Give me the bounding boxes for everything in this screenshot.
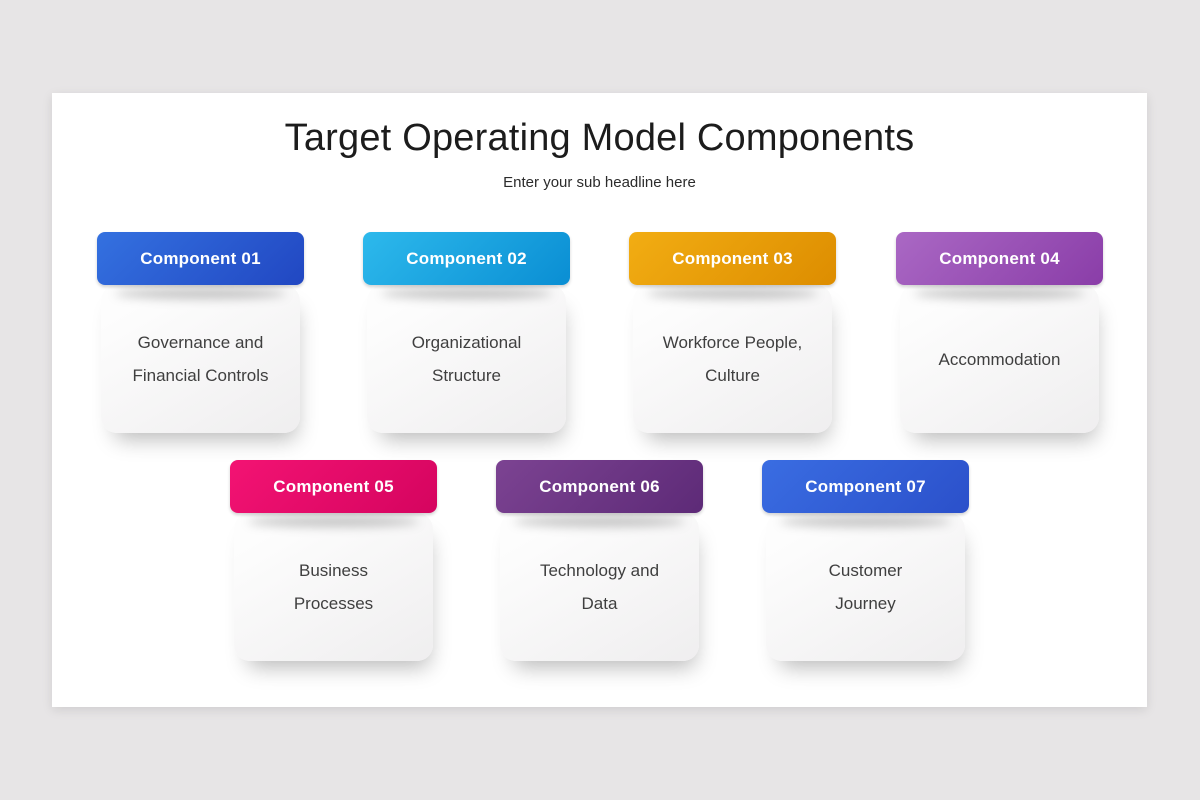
component-02-header: Component 02 [363,232,570,285]
component-05-label: Component 05 [273,476,394,496]
slide-canvas: Target Operating Model Components Enter … [52,93,1147,707]
component-04-body: Accommodation [900,285,1099,433]
component-01-body: Governance and Financial Controls [101,285,300,433]
component-03-header: Component 03 [629,232,836,285]
component-03-body: Workforce People, Culture [633,285,832,433]
component-07-header: Component 07 [762,460,969,513]
component-03-text: Workforce People, Culture [662,333,803,385]
component-06-label: Component 06 [539,476,660,496]
component-07-label: Component 07 [805,476,926,496]
component-card-06: Component 06 Technology and Data [496,460,703,661]
component-06-text: Technology and Data [539,561,660,613]
component-05-header: Component 05 [230,460,437,513]
component-06-body: Technology and Data [500,513,699,661]
component-01-text: Governance and Financial Controls [132,333,269,385]
component-01-header: Component 01 [97,232,304,285]
component-04-text: Accommodation [938,349,1061,369]
component-card-03: Component 03 Workforce People, Culture [629,232,836,433]
component-02-body: Organizational Structure [367,285,566,433]
component-01-label: Component 01 [140,248,261,268]
component-06-header: Component 06 [496,460,703,513]
component-07-body: Customer Journey [766,513,965,661]
component-card-02: Component 02 Organizational Structure [363,232,570,433]
component-card-07: Component 07 Customer Journey [762,460,969,661]
component-card-04: Component 04 Accommodation [896,232,1103,433]
component-05-body: Business Processes [234,513,433,661]
component-03-label: Component 03 [672,248,793,268]
component-02-label: Component 02 [406,248,527,268]
component-07-text: Customer Journey [828,561,903,613]
page-title: Target Operating Model Components [284,117,915,159]
component-card-05: Component 05 Business Processes [230,460,437,661]
component-05-text: Business Processes [293,561,374,613]
component-card-01: Component 01 Governance and Financial Co… [97,232,304,433]
component-04-label: Component 04 [939,248,1060,268]
page-subtitle: Enter your sub headline here [503,174,696,191]
component-02-text: Organizational Structure [411,333,522,385]
component-04-header: Component 04 [896,232,1103,285]
